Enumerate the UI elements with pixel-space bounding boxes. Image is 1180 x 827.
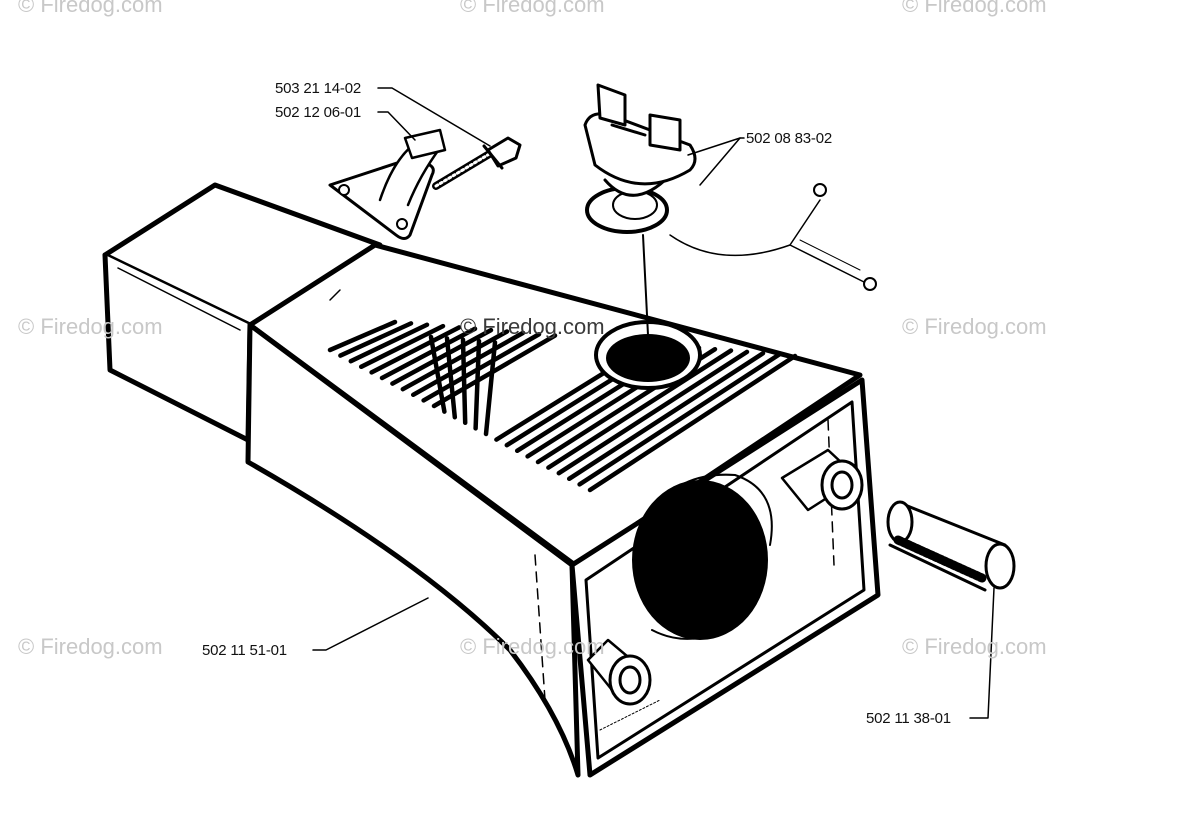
part-number-filter: 502 11 38-01 (866, 710, 951, 727)
tank-rib (379, 326, 478, 381)
watermark: © Firedog.com (18, 314, 163, 339)
fuel-filter (886, 500, 1016, 592)
tank-rib (410, 330, 526, 398)
tank-rib (566, 351, 766, 482)
part-number-bolt: 503 21 14-02 (275, 80, 362, 97)
tank-rib (390, 327, 494, 386)
leader-lines (312, 87, 995, 719)
bolt (432, 136, 522, 190)
tank-rib (338, 321, 414, 358)
watermark: © Firedog.com (902, 0, 1047, 17)
watermark: © Firedog.com (460, 0, 605, 17)
tank-rib (483, 340, 498, 437)
watermark: © Firedog.com (902, 634, 1047, 659)
tank-rib (473, 338, 482, 431)
part-number-cap: 502 08 83-02 (746, 130, 833, 147)
tank-rib (428, 334, 447, 414)
bracket (328, 128, 447, 240)
tank-rib (556, 349, 750, 476)
part-number-tank: 502 11 51-01 (202, 642, 287, 659)
part-number-bracket: 502 12 06-01 (275, 104, 362, 121)
tank-rib (444, 336, 458, 420)
watermark: © Firedog.com (18, 0, 163, 17)
watermark: © Firedog.com (460, 634, 605, 659)
tank-rib (577, 352, 782, 487)
tank-rib (327, 319, 398, 353)
tank-rib (400, 329, 510, 392)
watermark: © Firedog.com (902, 314, 1047, 339)
tank-rib (546, 348, 734, 470)
tank-rib (421, 331, 542, 403)
watermark: © Firedog.com (460, 314, 605, 339)
watermark: © Firedog.com (18, 634, 163, 659)
tank-rib (460, 337, 468, 426)
tank-rib (358, 323, 446, 370)
boss-lower (586, 638, 652, 706)
fuel-tank (102, 182, 881, 778)
fuel-cap (583, 83, 877, 336)
tank-rib (587, 353, 798, 493)
tank-rib (348, 322, 430, 364)
tank-rib (369, 325, 462, 375)
boss-upper (780, 448, 864, 512)
